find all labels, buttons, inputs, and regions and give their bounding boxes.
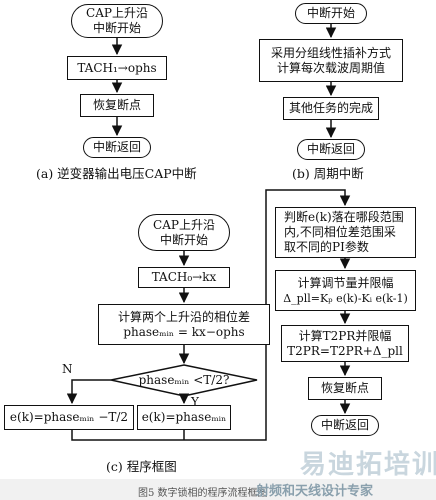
c-right-judge-line-2: 内,不同相位差范围采 [284, 225, 396, 239]
c-step-phase-diff-line-1: 计算两个上升沿的相位差 [117, 309, 250, 324]
c-right-t2pr-line-1: 计算T2PR并限幅 [298, 328, 392, 343]
a-caption: (a) 逆变器输出电压CAP中断 [36, 166, 197, 181]
c-start-line-1: CAP上升沿 [153, 217, 215, 232]
b-start-text: 中断开始 [306, 6, 355, 20]
c-branch-n-box: e(k)=phaseₘᵢₙ −T/2 [4, 405, 134, 430]
c-start-line-2: 中断开始 [159, 232, 208, 247]
c-right-judge-line-3: 取不同的PI参数 [284, 240, 369, 254]
b-step-other-text: 其他任务的完成 [288, 101, 373, 115]
c-label-n: N [62, 362, 73, 376]
c-right-judge-line-1: 判断e(k)落在哪段范围 [284, 210, 404, 224]
a-end-node: 中断返回 [83, 137, 151, 158]
c-right-judge-box: 判断e(k)落在哪段范围 内,不同相位差范围采 取不同的PI参数 [275, 207, 416, 258]
c-right-end-node: 中断返回 [311, 415, 379, 436]
a-start-line-2: 中断开始 [92, 21, 141, 35]
watermark-tagline: 射频和天线设计专家 [256, 484, 374, 499]
b-step-other: 其他任务的完成 [283, 97, 379, 120]
b-start-node: 中断开始 [295, 3, 367, 24]
a-start-line-1: CAP上升沿 [86, 6, 148, 20]
c-right-adjust-line-1: 计算调节量并限幅 [297, 275, 394, 290]
c-right-restore-text: 恢复断点 [320, 381, 369, 395]
b-step-interp-line-2: 计算每次载波周期值 [276, 60, 385, 75]
c-right-t2pr-line-2: T2PR=T2PR+Δ_pll [287, 343, 403, 358]
c-right-restore-box: 恢复断点 [308, 377, 382, 400]
c-branch-y-text: e(k)=phaseₘᵢₙ [141, 410, 227, 424]
a-step-restore-text: 恢复断点 [92, 98, 141, 112]
a-start-node: CAP上升沿 中断开始 [71, 4, 163, 38]
c-right-adjust-box: 计算调节量并限幅 Δ_pll=Kₚ e(k)-Kᵢ e(k-1) [275, 270, 416, 311]
c-step-tach0: TACH₀→kx [138, 267, 230, 288]
c-right-t2pr-box: 计算T2PR并限幅 T2PR=T2PR+Δ_pll [281, 325, 409, 362]
watermark-logo-text: 易迪拓培训 [300, 450, 436, 480]
c-step-tach0-text: TACH₀→kx [151, 270, 217, 284]
a-step-restore: 恢复断点 [80, 94, 154, 117]
c-label-y: Y [191, 395, 199, 409]
arrow-branch-n [66, 379, 111, 405]
c-start-node: CAP上升沿 中断开始 [138, 214, 230, 251]
a-step-tach1: TACH₁→ophs [67, 56, 167, 80]
c-caption: (c) 程序框图 [106, 459, 177, 474]
b-end-text: 中断返回 [306, 142, 355, 156]
c-decision-text: phaseₘᵢₙ <T/2? [138, 373, 230, 387]
bottom-caption-bar [0, 479, 436, 500]
c-step-phase-diff-line-2: phaseₘᵢₙ = kx−ophs [123, 324, 245, 339]
a-end-text: 中断返回 [92, 140, 141, 154]
b-end-node: 中断返回 [297, 139, 365, 160]
b-step-interp-line-1: 采用分组线性插补方式 [270, 45, 391, 60]
c-branch-n-text: e(k)=phaseₘᵢₙ −T/2 [9, 410, 129, 424]
c-right-adjust-line-2: Δ_pll=Kₚ e(k)-Kᵢ e(k-1) [283, 291, 408, 305]
c-step-phase-diff: 计算两个上升沿的相位差 phaseₘᵢₙ = kx−ophs [98, 304, 270, 345]
b-caption: (b) 周期中断 [292, 166, 364, 181]
b-step-interp: 采用分组线性插补方式 计算每次载波周期值 [259, 39, 403, 82]
figure-caption: 图5 数字锁相的程序流程框图 [138, 488, 268, 499]
c-right-end-text: 中断返回 [320, 418, 369, 432]
c-branch-y-box: e(k)=phaseₘᵢₙ [137, 405, 231, 430]
a-step-tach1-text: TACH₁→ophs [77, 60, 157, 75]
